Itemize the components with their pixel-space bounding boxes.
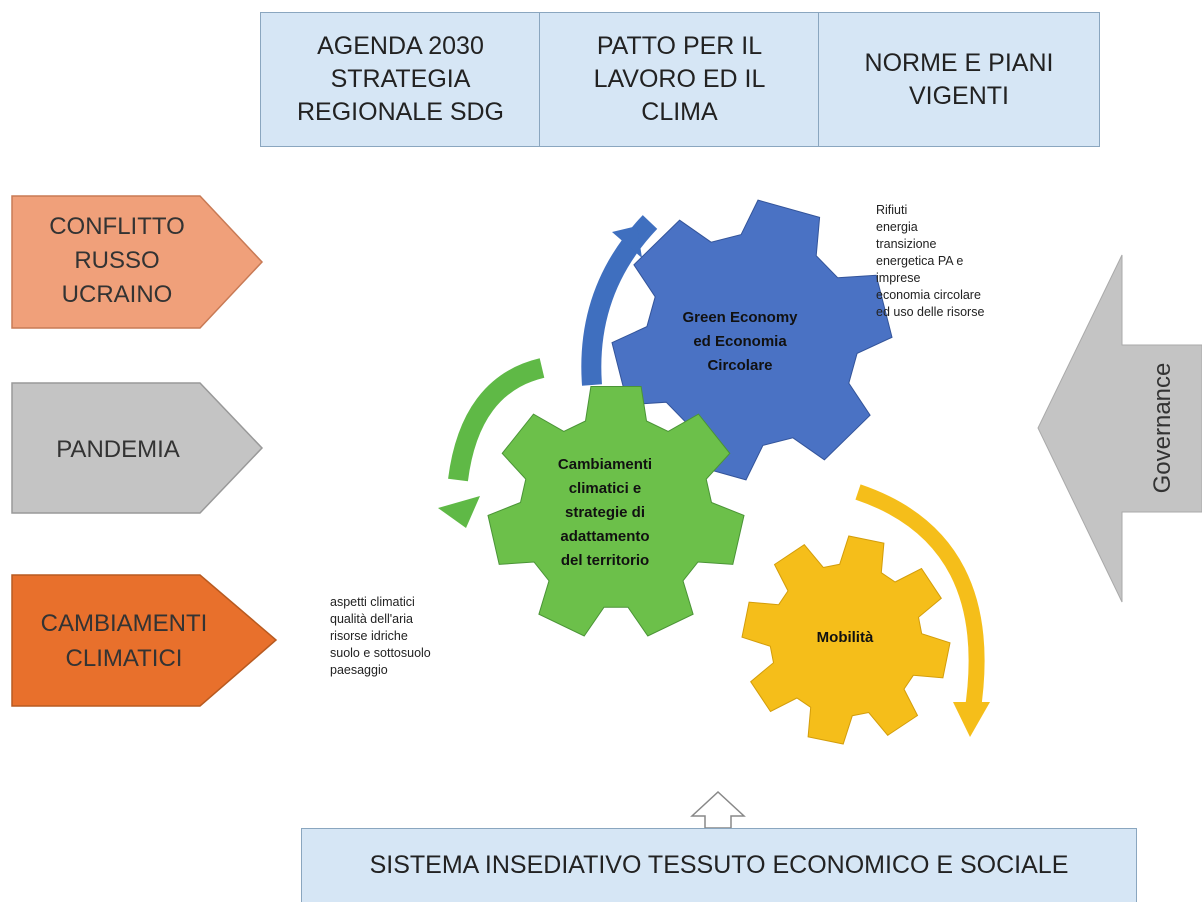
gear-shape: [741, 535, 951, 745]
blue-cycle-arrowhead: [612, 226, 642, 258]
top-box-patto-lavoro-clima: PATTO PER IL LAVORO ED IL CLIMA: [539, 12, 820, 147]
note-line: risorse idriche: [330, 629, 408, 643]
gear-shape: [611, 199, 893, 481]
yellow-cycle-arrowhead: [953, 702, 990, 737]
gear-label-line: Cambiamenti: [558, 456, 652, 473]
gear-cambiamenti-climatici: Cambiamenti climatici e strategie di ada…: [487, 386, 745, 637]
gear-label-line: Green Economy: [682, 309, 798, 326]
bottom-box-sistema-insediativo: SISTEMA INSEDIATIVO TESSUTO ECONOMICO E …: [301, 828, 1137, 902]
gear-label-line: climatici e: [569, 480, 642, 497]
top-box-line: VIGENTI: [908, 81, 1009, 110]
gear-label-line: Circolare: [707, 357, 772, 374]
pressure-label-line: CAMBIAMENTI: [41, 610, 208, 637]
note-line: qualità dell'aria: [330, 612, 413, 626]
note-line: energetica PA e: [876, 254, 964, 268]
top-box-agenda-2030: AGENDA 2030 STRATEGIA REGIONALE SDG: [260, 12, 541, 147]
gear-label-line: adattamento: [560, 528, 649, 545]
top-box-line: PATTO PER IL: [596, 32, 763, 60]
note-line: aspetti climatici: [330, 595, 415, 609]
gear-label-line: strategie di: [565, 504, 645, 521]
pressure-arrow-pandemia: PANDEMIA: [11, 382, 264, 514]
gear-label-line: Mobilità: [817, 629, 874, 646]
gear-mobilita: Mobilità: [741, 535, 951, 745]
pressure-label-line: UCRAINO: [62, 281, 173, 308]
gear-shape: [487, 386, 745, 637]
governance-label: Governance: [1149, 363, 1176, 494]
pressure-label-line: CONFLITTO: [49, 213, 185, 240]
note-line: imprese: [876, 271, 921, 285]
pressure-arrow-cambiamenti-climatici: CAMBIAMENTI CLIMATICI: [11, 574, 278, 707]
bottom-up-arrow: [690, 790, 746, 829]
note-line: energia: [876, 220, 918, 234]
top-box-line: REGIONALE SDG: [297, 98, 504, 126]
top-box-line: AGENDA 2030: [317, 32, 484, 60]
top-box-norme-piani: NORME E PIANI VIGENTI: [818, 12, 1100, 147]
governance-arrow: Governance: [1037, 254, 1202, 603]
note-line: paesaggio: [330, 663, 388, 677]
note-line: suolo e sottosuolo: [330, 646, 431, 660]
pressure-arrow-shape: [11, 574, 278, 707]
note-line: ed uso delle risorse: [876, 305, 985, 319]
note-green-economy: Rifiuti energia transizione energetica P…: [876, 202, 984, 321]
bottom-box-label: SISTEMA INSEDIATIVO TESSUTO ECONOMICO E …: [369, 851, 1069, 879]
green-cycle-arrowhead: [438, 496, 480, 528]
gear-label-line: del territorio: [561, 552, 649, 569]
note-line: transizione: [876, 237, 937, 251]
pressure-label-line: RUSSO: [74, 247, 159, 274]
top-box-line: STRATEGIA: [330, 65, 471, 93]
top-box-line: LAVORO ED IL: [593, 65, 766, 93]
top-box-line: NORME E PIANI: [864, 48, 1054, 77]
governance-arrow-shape: [1037, 254, 1202, 603]
pressure-arrow-shape: [11, 382, 264, 514]
pressure-label-line: PANDEMIA: [56, 436, 180, 463]
note-climate-aspects: aspetti climatici qualità dell'aria riso…: [330, 594, 431, 679]
pressure-arrow-shape: [11, 195, 264, 329]
pressure-arrow-conflitto: CONFLITTO RUSSO UCRAINO: [11, 195, 264, 329]
green-cycle-arrow: [448, 358, 545, 482]
note-line: Rifiuti: [876, 203, 908, 217]
pressure-label-line: CLIMATICI: [66, 645, 183, 672]
top-box-line: CLIMA: [641, 98, 718, 126]
gear-green-economy: Green Economy ed Economia Circolare: [611, 199, 893, 481]
note-line: economia circolare: [876, 288, 981, 302]
yellow-cycle-arrow: [855, 484, 985, 717]
gear-label-line: ed Economia: [693, 333, 787, 350]
